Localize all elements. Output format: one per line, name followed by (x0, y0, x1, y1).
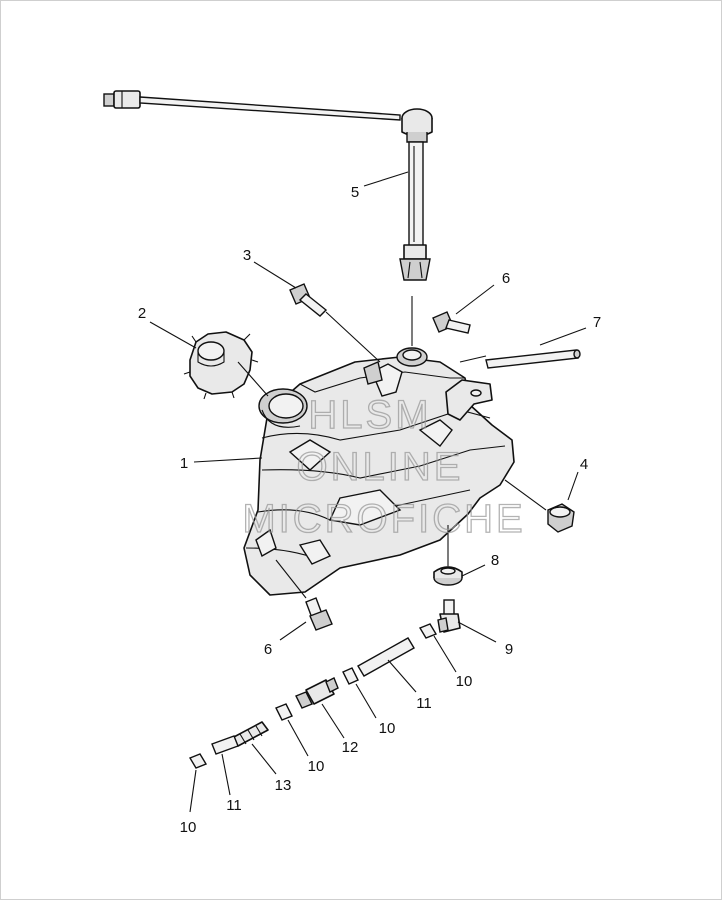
watermark-line-2: ONLINE (297, 445, 464, 489)
sender-tube (408, 141, 424, 247)
callout-9: 9 (505, 641, 513, 658)
bolt-6-upper (432, 311, 471, 334)
grommet-4 (547, 503, 575, 533)
hose-clamp (188, 753, 208, 769)
fuel-sender-assembly (103, 90, 433, 281)
callout-1: 1 (180, 455, 188, 472)
tank-mount-pad (328, 489, 402, 526)
fuel-tank (243, 347, 515, 596)
bolt-3 (289, 283, 328, 317)
callout-3: 3 (243, 247, 251, 264)
callout-8: 8 (491, 552, 499, 569)
sender-float (403, 244, 427, 260)
watermark-line-3: MICROFICHE (242, 497, 525, 541)
callout-7: 7 (593, 314, 601, 331)
fuel-line-assembly (188, 623, 438, 769)
rod-7 (485, 349, 581, 369)
bolt-6-lower (305, 597, 333, 631)
watermark: HLSM ONLINE MICROFICHE (242, 392, 525, 541)
fuel-cap (183, 331, 259, 400)
callout-5: 5 (351, 184, 359, 201)
hose-clamp (342, 667, 359, 685)
fuel-hose-upper (357, 637, 415, 677)
callout-13: 13 (275, 777, 292, 794)
callout-2: 2 (138, 305, 146, 322)
callout-4: 4 (580, 456, 588, 473)
callout-11-a: 11 (416, 695, 432, 712)
leader-lines (149, 171, 587, 813)
callout-6-lower: 6 (264, 641, 272, 658)
callout-10-c: 10 (308, 758, 325, 775)
hose-clamp (418, 623, 438, 639)
grommet-8 (433, 566, 463, 586)
callout-11-b: 11 (226, 797, 242, 814)
callout-10-a: 10 (456, 673, 473, 690)
wire-harness (139, 96, 401, 121)
wire-connector-tip (103, 93, 115, 107)
tank-bracket (445, 379, 493, 421)
wire-connector (113, 90, 141, 109)
callout-10-b: 10 (379, 720, 396, 737)
callout-10-d: 10 (180, 819, 197, 836)
callout-12: 12 (342, 739, 359, 756)
watermark-line-1: HLSM (308, 393, 431, 437)
callout-labels: 1 2 3 4 5 6 6 7 8 9 10 10 10 10 11 11 12… (138, 184, 601, 836)
elbow-fitting-9 (437, 599, 461, 633)
fuel-hose-lower (211, 735, 239, 755)
callout-6-upper: 6 (502, 270, 510, 287)
hose-clamp (275, 703, 293, 721)
